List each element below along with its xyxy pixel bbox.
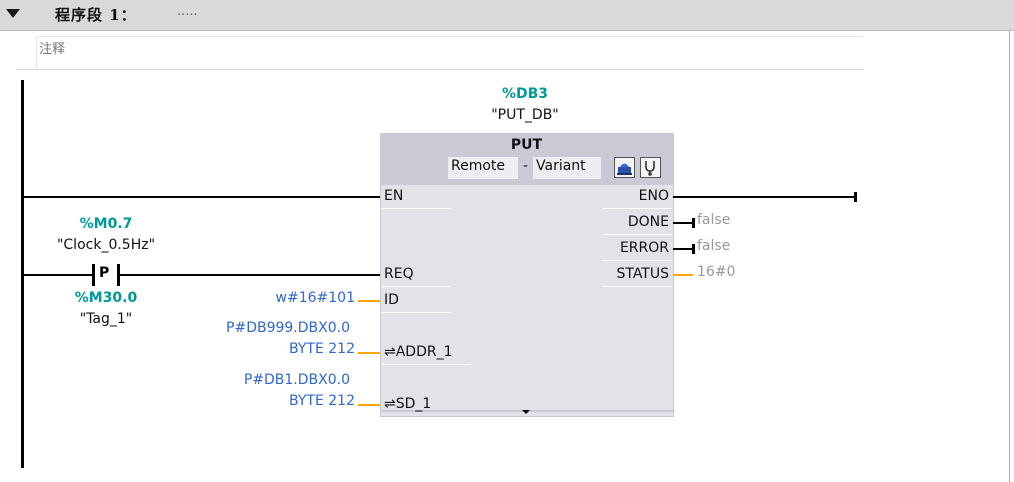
en-wire [24, 196, 380, 198]
inout-symbol-icon: ⇌ [384, 396, 396, 412]
eno-wire [673, 196, 855, 198]
status-value[interactable]: 16#0 [697, 264, 736, 280]
contact-name[interactable]: "Clock_0.5Hz" [56, 237, 156, 253]
instance-db-name[interactable]: "PUT_DB" [491, 107, 559, 123]
pin-separator-en [381, 208, 451, 209]
comment-text[interactable]: 注释 [39, 42, 66, 57]
pin-separator-done [603, 234, 672, 235]
instance-db-address[interactable]: %DB3 [501, 86, 549, 102]
done-wire [673, 222, 693, 224]
pin-separator-eno [603, 208, 672, 209]
addr-wire [358, 352, 380, 354]
pin-en[interactable]: EN [384, 188, 404, 204]
sd-parameter-value-1[interactable]: P#DB1.DBX0.0 [243, 372, 350, 388]
done-value[interactable]: false [697, 212, 731, 228]
editor-right-border [1009, 30, 1010, 482]
header-separator [16, 69, 863, 70]
error-value[interactable]: false [697, 238, 731, 254]
pin-separator-req [381, 286, 451, 287]
id-parameter-value[interactable]: w#16#101 [275, 290, 355, 306]
pin-eno[interactable]: ENO [638, 188, 669, 204]
pin-separator-addr [381, 364, 471, 365]
power-rail [21, 80, 24, 468]
pin-addr-1[interactable]: ⇌ADDR_1 [384, 344, 453, 360]
error-wire-end [692, 244, 695, 254]
block-config-icon-graphic [617, 163, 632, 175]
done-wire-end [692, 218, 695, 228]
id-wire [358, 300, 380, 302]
inout-symbol-icon: ⇌ [384, 344, 396, 360]
req-wire-left [24, 274, 92, 276]
pin-separator-error [603, 260, 672, 261]
error-wire [673, 248, 693, 250]
positive-edge-symbol[interactable]: P [99, 265, 110, 281]
sd-wire [358, 404, 380, 406]
sd-parameter-value-2[interactable]: BYTE 212 [289, 393, 355, 409]
variant-separator: - [523, 158, 529, 174]
variant-selector-right[interactable] [533, 157, 601, 179]
diagnostics-stethoscope-graphic [645, 161, 655, 176]
contact-left-bar[interactable] [92, 264, 95, 286]
edge-bit-address[interactable]: %M30.0 [74, 290, 138, 306]
pin-sd-1[interactable]: ⇌SD_1 [384, 396, 431, 412]
pin-addr-1-label: ADDR_1 [395, 344, 453, 360]
pin-separator-id [381, 312, 451, 313]
diagnostics-stethoscope-icon[interactable] [640, 157, 661, 178]
pin-status[interactable]: STATUS [616, 266, 669, 282]
variant-selector-left[interactable] [448, 157, 518, 179]
pin-sd-1-label: SD_1 [395, 396, 432, 412]
comment-field[interactable] [36, 36, 863, 70]
pin-separator-status [603, 286, 672, 287]
addr-parameter-value-2[interactable]: BYTE 212 [289, 341, 355, 357]
contact-right-bar[interactable] [117, 264, 120, 286]
status-wire [673, 274, 693, 276]
triangle-down-icon[interactable] [522, 410, 530, 414]
pin-done[interactable]: DONE [627, 214, 669, 230]
req-wire-right [120, 274, 380, 276]
network-title-placeholder[interactable]: ..... [177, 4, 198, 19]
addr-parameter-value-1[interactable]: P#DB999.DBX0.0 [226, 320, 350, 336]
collapse-triangle-icon[interactable] [6, 9, 20, 18]
eno-wire-end [854, 192, 857, 202]
contact-address[interactable]: %M0.7 [79, 216, 133, 232]
block-config-icon[interactable] [614, 157, 635, 178]
variant-right-label: Variant [536, 158, 586, 174]
network-title[interactable]: 程序段 1： [55, 6, 137, 24]
variant-left-label: Remote [451, 158, 506, 174]
pin-req[interactable]: REQ [384, 266, 414, 282]
pin-error[interactable]: ERROR [619, 240, 669, 256]
pin-id[interactable]: ID [384, 292, 399, 308]
block-type: PUT [510, 137, 543, 153]
network-header [0, 0, 1014, 31]
edge-bit-name[interactable]: "Tag_1" [79, 311, 133, 327]
